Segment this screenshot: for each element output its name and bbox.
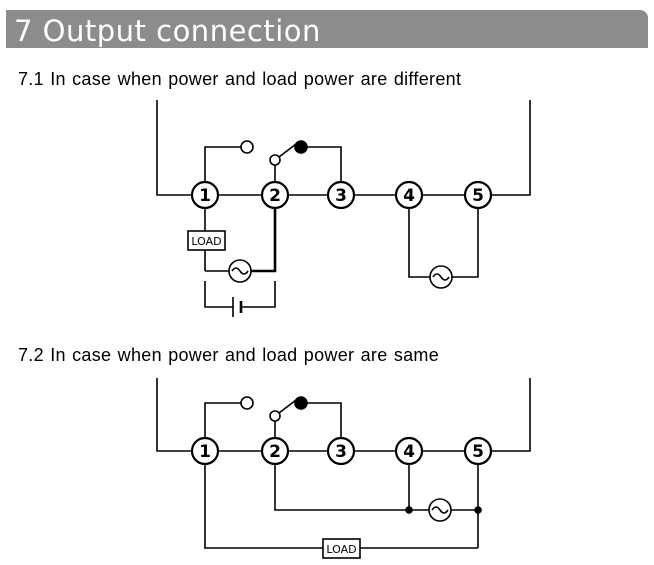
- subsection-heading-7-1: 7.1 In case when power and load power ar…: [18, 69, 462, 89]
- right-bus-wire-2: [491, 378, 531, 452]
- nc-contact-terminal-2: [240, 396, 254, 410]
- no-contact-wire-2: [307, 402, 342, 438]
- terminal-4-circle-2: [394, 436, 424, 466]
- left-bus-wire: [156, 100, 192, 196]
- nc-contact-wire-2: [204, 402, 241, 438]
- junction-dot-left: [405, 506, 413, 514]
- ac-source-wire-right: [251, 208, 277, 273]
- terminal-5-circle: [463, 180, 493, 210]
- ac-source-2-wire-right: [452, 208, 479, 278]
- terminal-3-label-2: 3: [335, 442, 347, 462]
- load-wire-left-2: [204, 464, 323, 549]
- diagram-7-1: [156, 100, 531, 317]
- subsection-heading-7-2: 7.2 In case when power and load power ar…: [18, 345, 440, 365]
- nc-contact-wire: [204, 146, 241, 182]
- terminal-4-label-2: 4: [403, 442, 415, 462]
- common-contact-terminal-2: [269, 410, 281, 422]
- dc-wire-left: [204, 281, 233, 308]
- no-contact-terminal-2: [294, 396, 308, 410]
- terminal-1-circle: [190, 180, 220, 210]
- terminal-4-label: 4: [403, 186, 415, 206]
- terminal-5-label-2: 5: [472, 442, 484, 462]
- terminal-1-label: 1: [199, 186, 211, 206]
- dc-wire-right: [241, 281, 276, 308]
- ac-wave-icon: [231, 267, 249, 275]
- section-title: 7 Output connection: [14, 14, 321, 48]
- terminal-1-label-2: 1: [199, 442, 211, 462]
- terminal-2-circle: [260, 180, 290, 210]
- common-to-source-wire: [274, 464, 429, 511]
- left-bus-wire-2: [156, 378, 192, 452]
- diagram-7-2: [156, 378, 531, 559]
- right-bus-wire: [491, 100, 531, 196]
- terminal-2-circle-2: [260, 436, 290, 466]
- terminal-5-label: 5: [472, 186, 484, 206]
- nc-contact-terminal: [240, 140, 254, 154]
- terminal-3-label: 3: [335, 186, 347, 206]
- load-box: [187, 230, 226, 251]
- load-label-2: LOAD: [326, 543, 356, 556]
- common-contact-terminal: [269, 154, 281, 166]
- ac-wave-2-icon: [432, 273, 450, 281]
- ac-wave-3-icon: [431, 506, 449, 514]
- ac-source-2-wire-left: [408, 208, 430, 278]
- no-contact-terminal: [294, 140, 308, 154]
- junction-dot-right: [474, 506, 482, 514]
- terminal-2-label: 2: [269, 186, 281, 206]
- terminal-3-circle-2: [326, 436, 356, 466]
- terminal-2-label-2: 2: [269, 442, 281, 462]
- no-contact-wire: [307, 146, 342, 182]
- terminal-4-circle: [394, 180, 424, 210]
- terminal-3-circle: [326, 180, 356, 210]
- load-label: LOAD: [191, 235, 221, 248]
- section-header-bar: [6, 10, 648, 48]
- terminal-5-circle-2: [463, 436, 493, 466]
- terminal-1-circle-2: [190, 436, 220, 466]
